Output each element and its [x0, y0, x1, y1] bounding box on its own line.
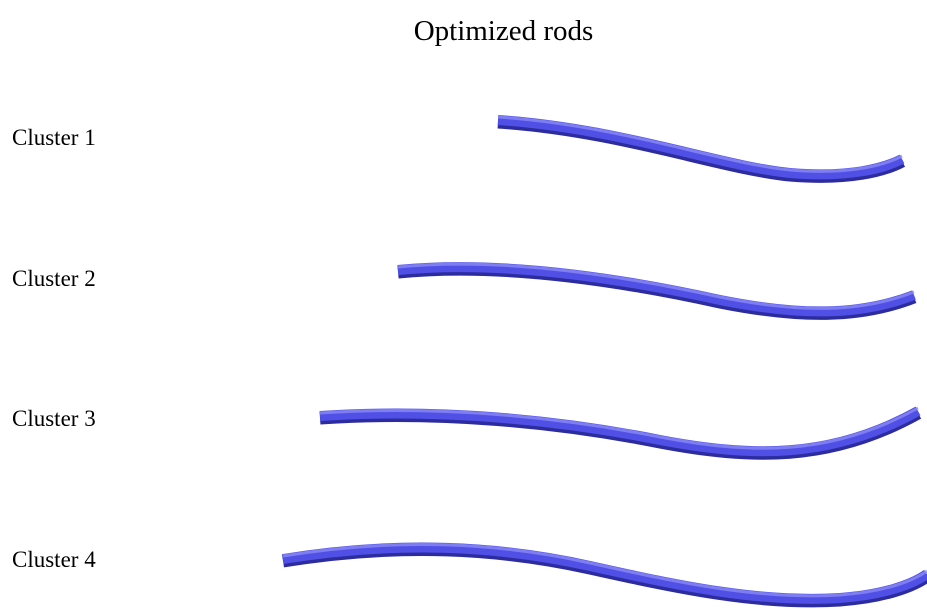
cluster-4-label: Cluster 4 — [12, 547, 96, 572]
rod-cluster-4 — [281, 542, 927, 608]
rod-cluster-3 — [319, 406, 922, 460]
cluster-3-label: Cluster 3 — [12, 406, 96, 431]
cluster-2-label: Cluster 2 — [12, 266, 96, 291]
rod-cluster-2 — [397, 262, 917, 320]
figure-title: Optimized rods — [413, 15, 594, 47]
cluster-1-label: Cluster 1 — [12, 125, 96, 150]
rod-cluster-1 — [497, 115, 906, 183]
